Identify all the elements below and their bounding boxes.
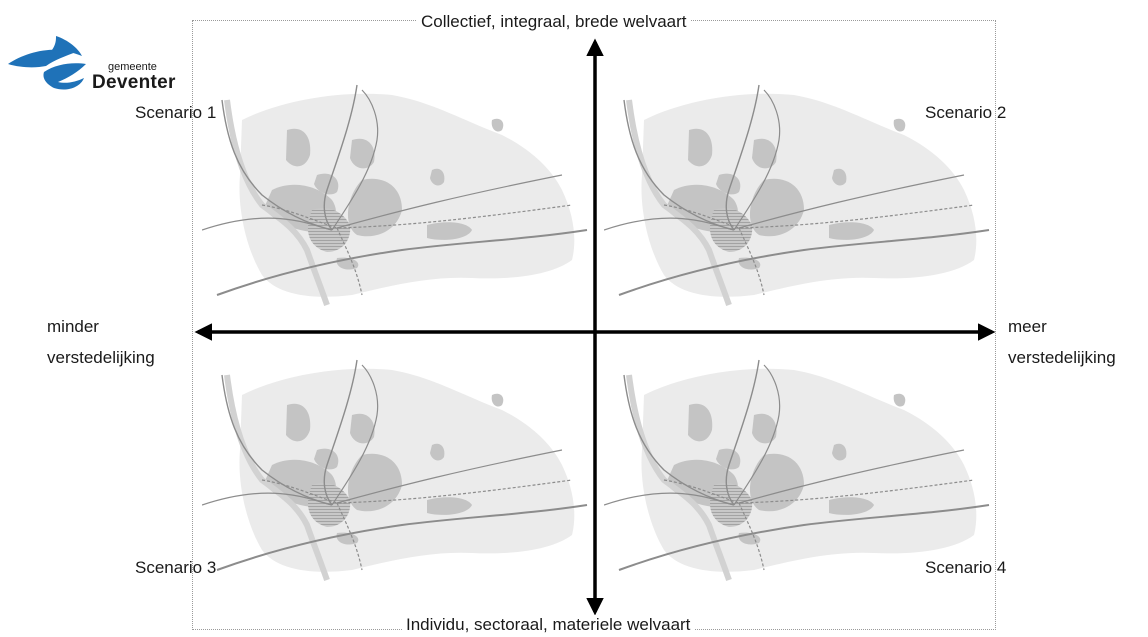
axis-top-label: Collectief, integraal, brede welvaart	[417, 12, 691, 32]
axis-right-label-line1: meer	[1008, 317, 1047, 336]
logo-name: Deventer	[92, 72, 176, 93]
axis-left-label-line1: minder	[47, 317, 99, 336]
axis-bottom-label: Individu, sectoraal, materiele welvaart	[402, 615, 695, 635]
scenario-1-label: Scenario 1	[135, 103, 217, 122]
deventer-logo-icon	[8, 36, 86, 90]
axis-right-label-line2: verstedelijking	[1008, 348, 1116, 367]
scenario-3-label: Scenario 3	[135, 558, 217, 577]
deventer-logo: gemeente Deventer	[6, 34, 196, 94]
logo-small-text: gemeente	[108, 61, 157, 73]
scenario-4-label: Scenario 4	[925, 558, 1007, 577]
scenario-2-label: Scenario 2	[925, 103, 1007, 122]
axis-left-label-line2: verstedelijking	[47, 348, 155, 367]
